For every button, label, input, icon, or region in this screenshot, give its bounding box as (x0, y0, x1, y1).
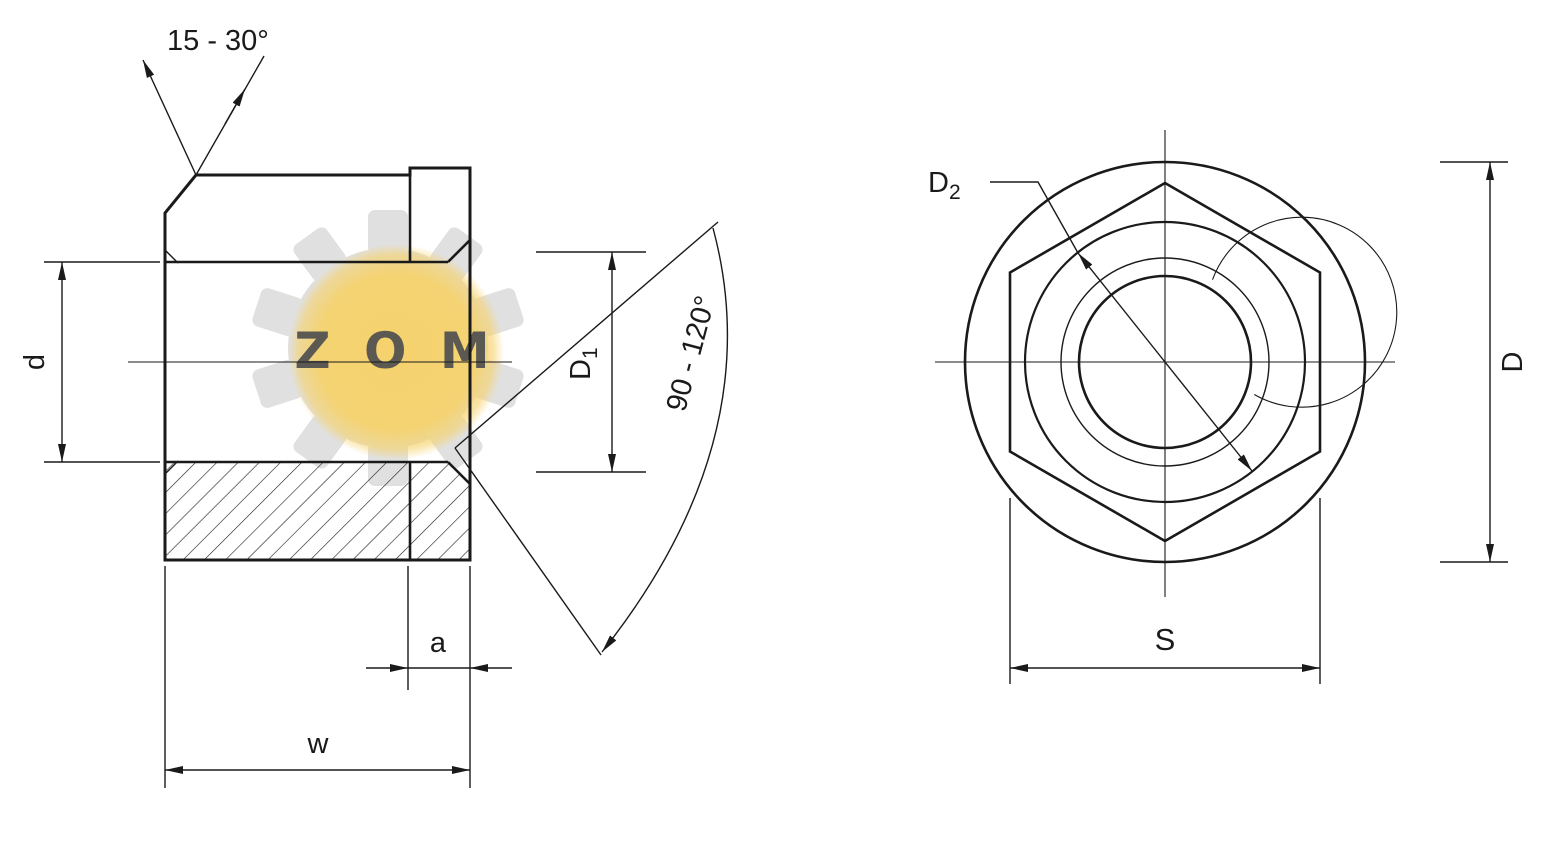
front-view: D2 D S (928, 130, 1529, 684)
seat-cone-top (447, 239, 471, 263)
dimension-a: a (366, 566, 512, 788)
seat-diameter-label: D1 (565, 347, 602, 380)
nut-width-label: w (307, 728, 330, 760)
dimension-w: w (164, 566, 470, 788)
thread-diameter-label: d (19, 354, 51, 370)
chamfer-angle-label: 15 - 30° (167, 25, 269, 57)
seat-angle-label: 90 - 120° (661, 293, 722, 415)
collar-width-label: a (430, 627, 447, 659)
dimension-chamfer-angle: 15 - 30° (142, 25, 269, 176)
bore-chamfer-top (164, 249, 179, 264)
watermark: Z O M (252, 210, 524, 486)
dimension-seat-angle: 90 - 120° (454, 221, 729, 656)
bore-chamfer-bottom (164, 460, 179, 475)
dimension-d2: D2 (928, 167, 1253, 472)
thread-arc (1211, 216, 1398, 408)
section-hatch (165, 462, 470, 560)
dimension-s: S (1009, 498, 1321, 684)
bearing-diameter-label: D2 (928, 167, 961, 204)
seat-cone-bottom (447, 461, 471, 485)
dimension-d-outer: D (1440, 161, 1529, 563)
width-across-flats-label: S (1155, 622, 1176, 657)
hexagon (1008, 181, 1322, 543)
collar-circle (963, 160, 1367, 564)
dimension-d: d (19, 261, 160, 463)
dimension-d1: D1 (536, 251, 646, 473)
chamfer-circle (1023, 220, 1307, 504)
nut-outline (163, 166, 472, 562)
watermark-text: Z O M (294, 322, 497, 380)
watermark-circle (288, 244, 504, 460)
collar-diameter-label: D (1497, 352, 1529, 373)
